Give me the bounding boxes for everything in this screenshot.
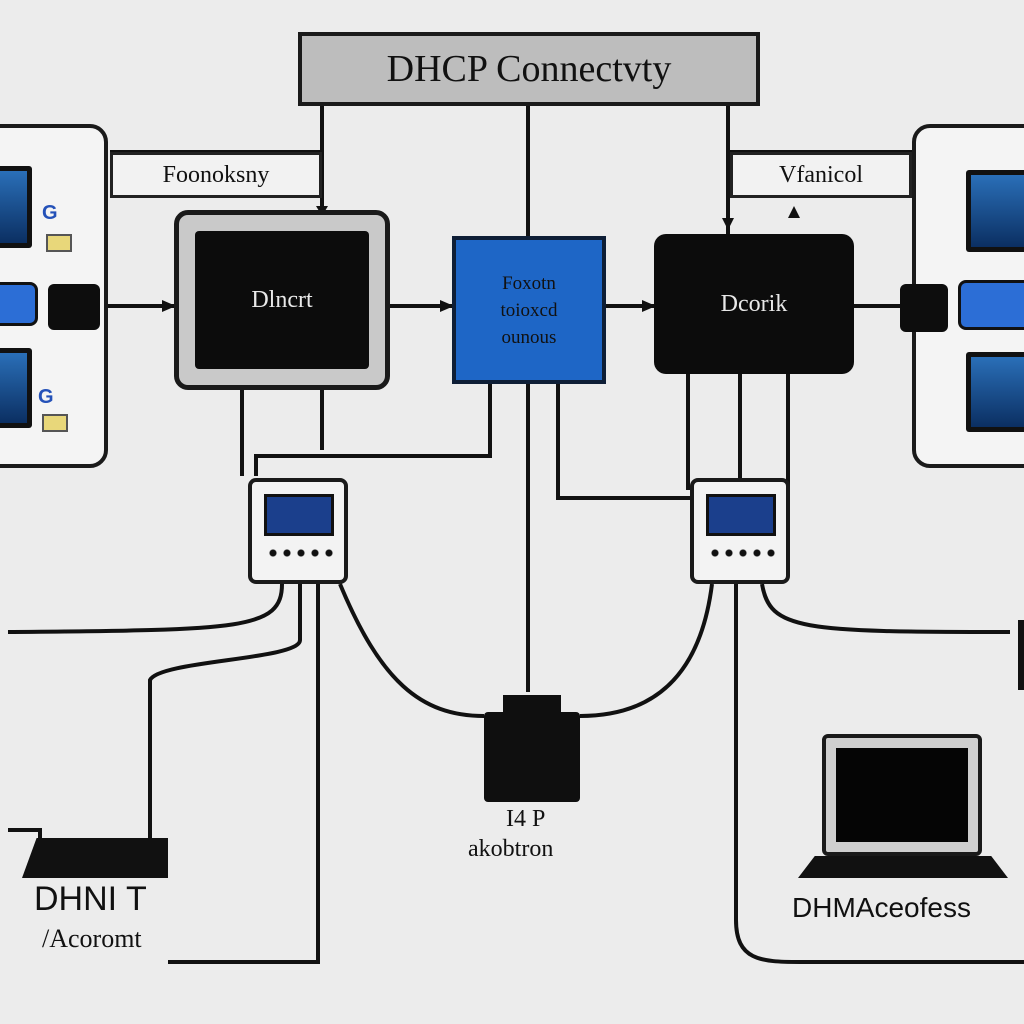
router-device (22, 838, 168, 878)
right-monitor-bottom (966, 352, 1024, 432)
bottom-left-label-2: /Acoromt (42, 924, 142, 953)
left-badge-top-icon: G (42, 202, 58, 224)
bottom-right-label: DHMAceofess (792, 892, 971, 923)
hub-label-1: I4 P (506, 806, 546, 832)
right-switch-port (900, 284, 948, 332)
left-dhcp-server: Dlncrt (174, 210, 390, 390)
left-badge-bottom-icon: G (38, 386, 54, 408)
center-label-mid: toioxcd (500, 299, 558, 321)
right-monitor-top (966, 170, 1024, 252)
laptop-screen (822, 734, 982, 856)
diagram-title: DHCP Connectvty (298, 32, 760, 106)
right-network-port-icon (958, 280, 1024, 330)
hub-label-2: akobtron (468, 836, 554, 862)
left-tag-label: Foonoksny (110, 152, 322, 198)
right-switch-panel (690, 478, 790, 584)
folder-icon (46, 234, 72, 252)
title-text: DHCP Connectvty (386, 48, 672, 90)
right-tag-label: Vfanicol (730, 152, 912, 198)
laptop-base (798, 856, 1008, 878)
left-switch-port (48, 284, 100, 330)
left-switch-panel (248, 478, 348, 584)
center-dhcp-node: Foxotn toioxcd ounous (452, 236, 606, 384)
bottom-left-label-1: DHNI T (34, 880, 147, 918)
left-monitor-top (0, 166, 32, 248)
folder-icon (42, 414, 68, 432)
right-server-label: Dcorik (720, 290, 788, 317)
left-monitor-bottom (0, 348, 32, 428)
hub-device (484, 712, 580, 802)
edge-device (1018, 620, 1024, 690)
center-label-bottom: ounous (501, 326, 557, 348)
right-dhcp-server: Dcorik (654, 234, 854, 374)
left-server-label: Dlncrt (251, 286, 313, 313)
center-label-top: Foxotn (502, 272, 556, 294)
left-network-port-icon (0, 282, 38, 326)
